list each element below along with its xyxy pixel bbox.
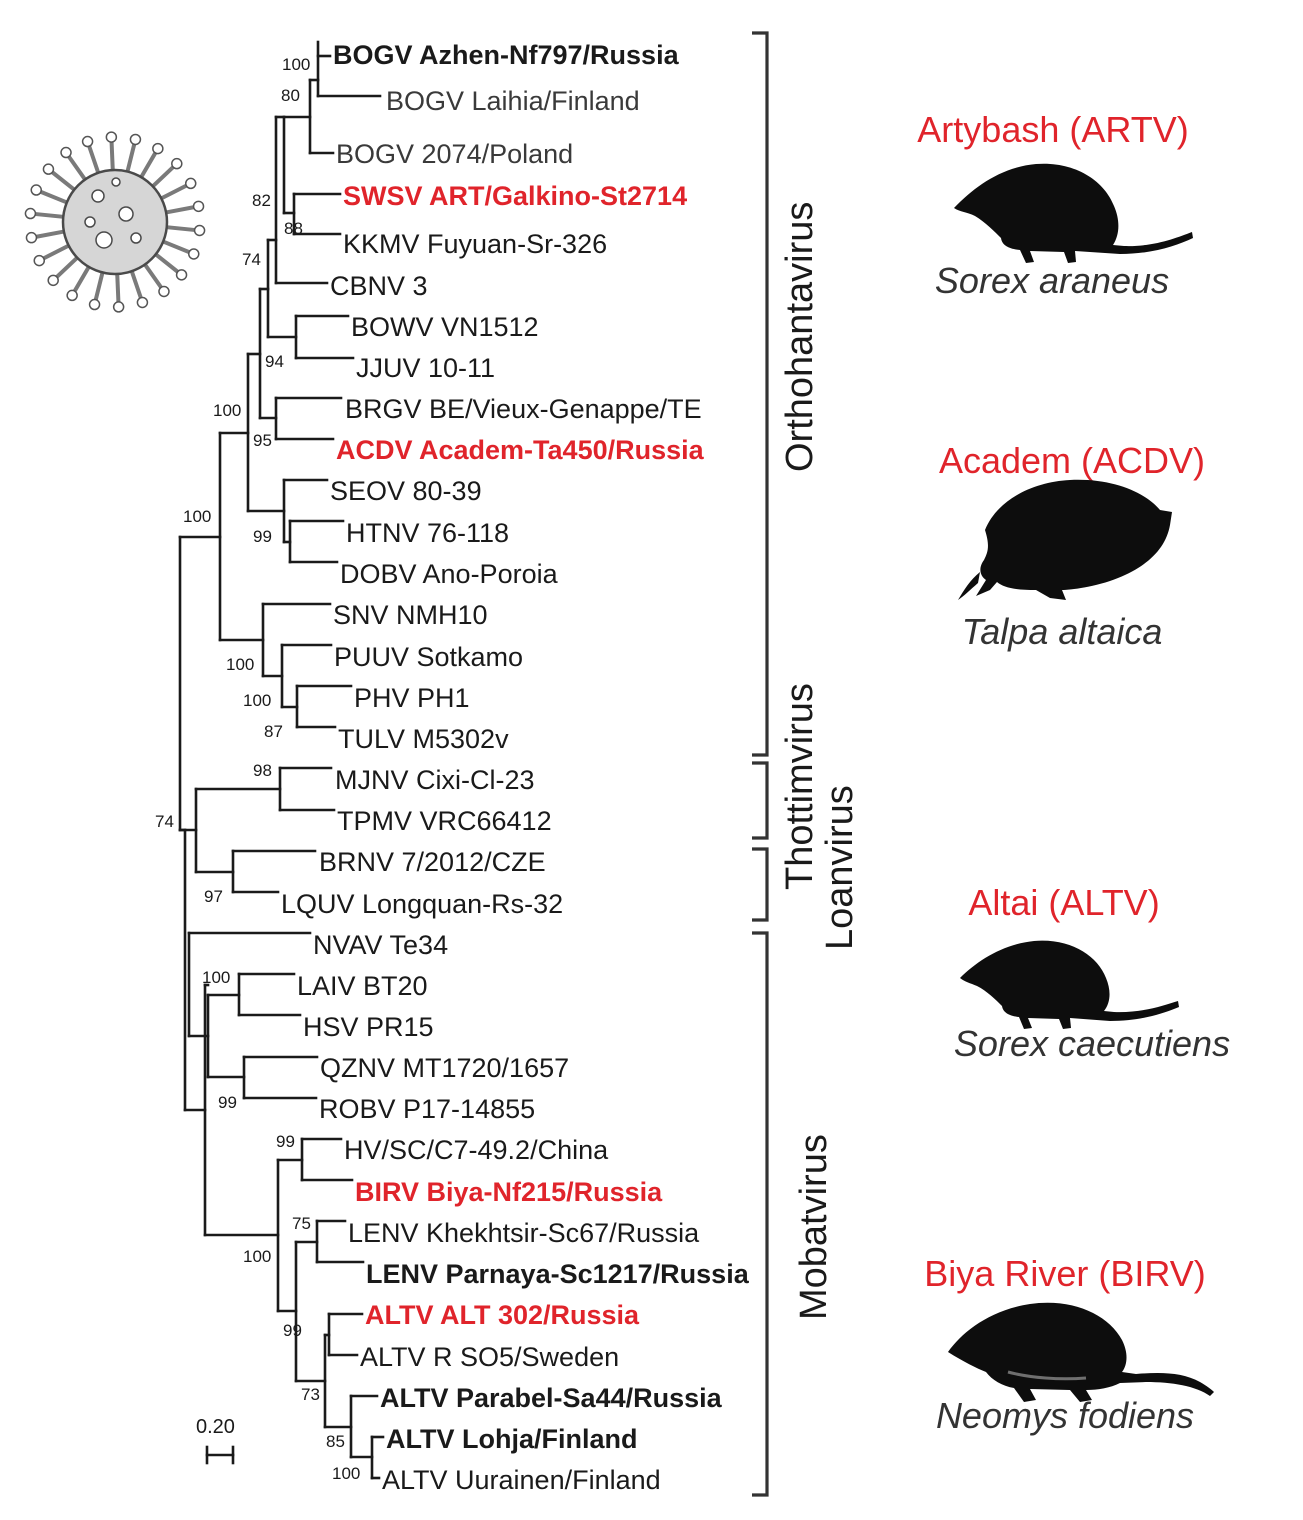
host-virus-name: Biya River (BIRV) [924,1253,1205,1294]
host-species-name: Talpa altaica [962,611,1163,652]
leaf-label: LENV Khekhtsir-Sc67/Russia [348,1218,700,1248]
leaf-labels: BOGV Azhen-Nf797/Russia BOGV Laihia/Finl… [281,40,750,1495]
leaf-label: SEOV 80-39 [330,476,482,506]
bootstrap-value: 100 [332,1464,360,1483]
leaf-label: DOBV Ano-Poroia [340,559,559,589]
water-shrew-silhouette-icon [948,1302,1214,1402]
bootstrap-value: 80 [281,86,300,105]
leaf-label: KKMV Fuyuan-Sr-326 [343,229,607,259]
leaf-label: ALTV Uurainen/Finland [382,1465,661,1495]
bootstrap-value: 74 [242,250,261,269]
host-virus-name: Altai (ALTV) [968,882,1159,923]
leaf-label: SNV NMH10 [333,600,488,630]
bootstrap-value: 100 [213,401,241,420]
leaf-label: BOWV VN1512 [351,312,539,342]
leaf-label: BRGV BE/Vieux-Genappe/TE [345,394,702,424]
leaf-label: LAIV BT20 [297,971,428,1001]
leaf-label: PUUV Sotkamo [334,642,523,672]
bootstrap-value: 87 [264,722,283,741]
genus-label-thottimvirus: Thottimvirus [779,683,821,890]
leaf-label: PHV PH1 [354,683,470,713]
leaf-label: HTNV 76-118 [346,518,509,548]
bootstrap-values: 100 80 82 88 74 94 100 95 100 99 100 100… [155,55,360,1483]
leaf-label: SWSV ART/Galkino-St2714 [343,181,687,211]
shrew-silhouette-icon [954,163,1193,263]
bootstrap-value: 100 [202,968,230,987]
bootstrap-value: 97 [204,887,223,906]
bootstrap-value: 99 [283,1321,302,1340]
bootstrap-value: 100 [243,1247,271,1266]
bootstrap-value: 73 [301,1385,320,1404]
thottimvirus-bracket [752,761,769,840]
genus-label-loanvirus: Loanvirus [819,785,861,950]
bootstrap-value: 75 [292,1214,311,1233]
genus-brackets: Orthohantavirus Thottimvirus Loanvirus M… [752,31,861,1497]
leaf-label: QZNV MT1720/1657 [320,1053,569,1083]
leaf-label: ACDV Academ-Ta450/Russia [336,435,705,465]
leaf-label: BOGV Azhen-Nf797/Russia [333,40,680,70]
leaf-label: BOGV Laihia/Finland [386,86,640,116]
leaf-label: LQUV Longquan-Rs-32 [281,889,563,919]
leaf-label: BRNV 7/2012/CZE [319,847,546,877]
leaf-label: ALTV Lohja/Finland [386,1424,637,1454]
orthohantavirus-bracket [752,31,769,757]
host-species-name: Neomys fodiens [936,1395,1194,1436]
scale-bar: 0.20 [196,1416,235,1465]
leaf-label: ALTV ALT 302/Russia [365,1300,640,1330]
leaf-label: BIRV Biya-Nf215/Russia [355,1177,663,1207]
bootstrap-value: 99 [276,1132,295,1151]
shrew-silhouette-icon [960,940,1179,1029]
host-species-name: Sorex caecutiens [954,1023,1230,1064]
bootstrap-value: 100 [243,691,271,710]
host-virus-name: Academ (ACDV) [939,440,1205,481]
host-panel: Artybash (ARTV) Sorex araneus Academ (AC… [917,109,1230,1436]
bootstrap-value: 94 [265,352,284,371]
tree-branches [178,40,385,1480]
bootstrap-value: 95 [253,431,272,450]
leaf-label: TULV M5302v [338,724,509,754]
bootstrap-value: 100 [226,655,254,674]
bootstrap-value: 88 [284,219,303,238]
bootstrap-value: 99 [253,527,272,546]
leaf-label: ALTV Parabel-Sa44/Russia [380,1383,723,1413]
leaf-label: NVAV Te34 [313,930,448,960]
host-virus-name: Artybash (ARTV) [917,109,1188,150]
bootstrap-value: 99 [218,1093,237,1112]
host-species-name: Sorex araneus [935,260,1169,301]
leaf-label: ALTV R SO5/Sweden [360,1342,619,1372]
bootstrap-value: 98 [253,761,272,780]
bootstrap-value: 74 [155,812,174,831]
genus-label-orthohantavirus: Orthohantavirus [779,202,821,472]
leaf-label: MJNV Cixi-Cl-23 [335,765,535,795]
loanvirus-bracket [752,847,769,922]
bootstrap-value: 82 [252,191,271,210]
leaf-label: BOGV 2074/Poland [336,139,573,169]
bootstrap-value: 100 [282,55,310,74]
leaf-label: HV/SC/C7-49.2/China [344,1135,609,1165]
leaf-label: LENV Parnaya-Sc1217/Russia [366,1259,750,1289]
mobatvirus-bracket [752,931,769,1497]
mole-silhouette-icon [958,479,1172,600]
virus-particle-icon [24,131,206,313]
leaf-label: HSV PR15 [303,1012,434,1042]
scale-bar-label: 0.20 [196,1416,235,1438]
leaf-label: JJUV 10-11 [356,353,495,383]
leaf-label: CBNV 3 [330,271,428,301]
leaf-label: ROBV P17-14855 [319,1094,535,1124]
genus-label-mobatvirus: Mobatvirus [793,1134,835,1320]
leaf-label: TPMV VRC66412 [337,806,552,836]
bootstrap-value: 100 [183,507,211,526]
bootstrap-value: 85 [326,1432,345,1451]
